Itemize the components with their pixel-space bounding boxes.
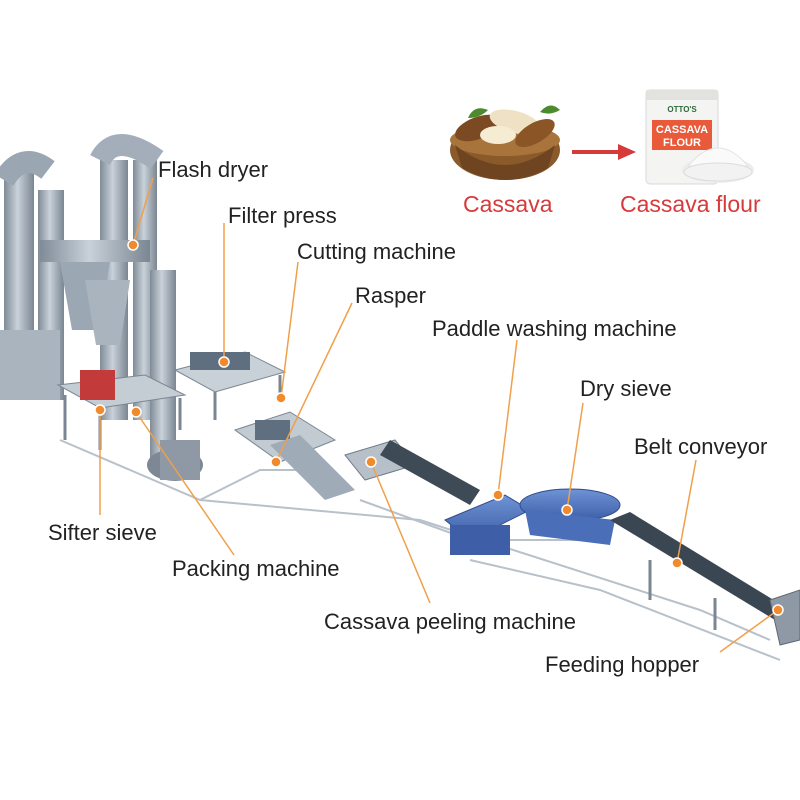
flour-name-line1: CASSAVA: [656, 124, 708, 136]
dot-dry-sieve: [561, 504, 573, 516]
dot-packing-machine: [130, 406, 142, 418]
dot-peeling-machine: [365, 456, 377, 468]
leader-dots: [94, 239, 784, 616]
belt-conveyor: [610, 512, 790, 630]
label-paddle-washing-machine: Paddle washing machine: [432, 316, 677, 341]
label-rasper: Rasper: [355, 283, 426, 308]
cassava-caption: Cassava: [463, 191, 553, 217]
flour-brand-text: OTTO'S: [667, 105, 697, 114]
rasper-cutting-area: [233, 411, 355, 500]
label-packing-machine: Packing machine: [172, 556, 340, 581]
sifter-sieve: [56, 370, 187, 450]
label-filter-press: Filter press: [228, 203, 337, 228]
label-sifter-sieve: Sifter sieve: [48, 520, 157, 545]
red-arrow-icon: [572, 144, 636, 160]
label-cutting-machine: Cutting machine: [297, 239, 456, 264]
flour-bag-icon: OTTO'S CASSAVA FLOUR: [645, 89, 754, 185]
feeding-hopper: [769, 589, 800, 646]
dot-paddle-washing: [492, 489, 504, 501]
dot-cutting-machine: [275, 392, 287, 404]
label-flash-dryer: Flash dryer: [158, 157, 269, 182]
paddle-washing-machine: [444, 494, 532, 555]
flour-name-line2: FLOUR: [663, 137, 701, 149]
label-feeding-hopper: Feeding hopper: [545, 652, 700, 677]
label-belt-conveyor: Belt conveyor: [634, 434, 768, 459]
cassava-flour-caption: Cassava flour: [620, 191, 761, 217]
label-dry-sieve: Dry sieve: [580, 376, 672, 401]
cassava-basket-icon: [450, 105, 560, 180]
dot-filter-press: [218, 356, 230, 368]
dot-flash-dryer: [127, 239, 139, 251]
peeling-machine: [344, 439, 480, 505]
flash-dryer: [0, 134, 203, 481]
dry-sieve: [519, 488, 621, 545]
dot-rasper: [270, 456, 282, 468]
dot-sifter-sieve: [94, 404, 106, 416]
dot-belt-conveyor: [671, 557, 683, 569]
label-cassava-peeling-machine: Cassava peeling machine: [324, 609, 576, 634]
filter-press: [173, 351, 287, 420]
dot-feeding-hopper: [772, 604, 784, 616]
leader-lines: [99, 177, 779, 653]
